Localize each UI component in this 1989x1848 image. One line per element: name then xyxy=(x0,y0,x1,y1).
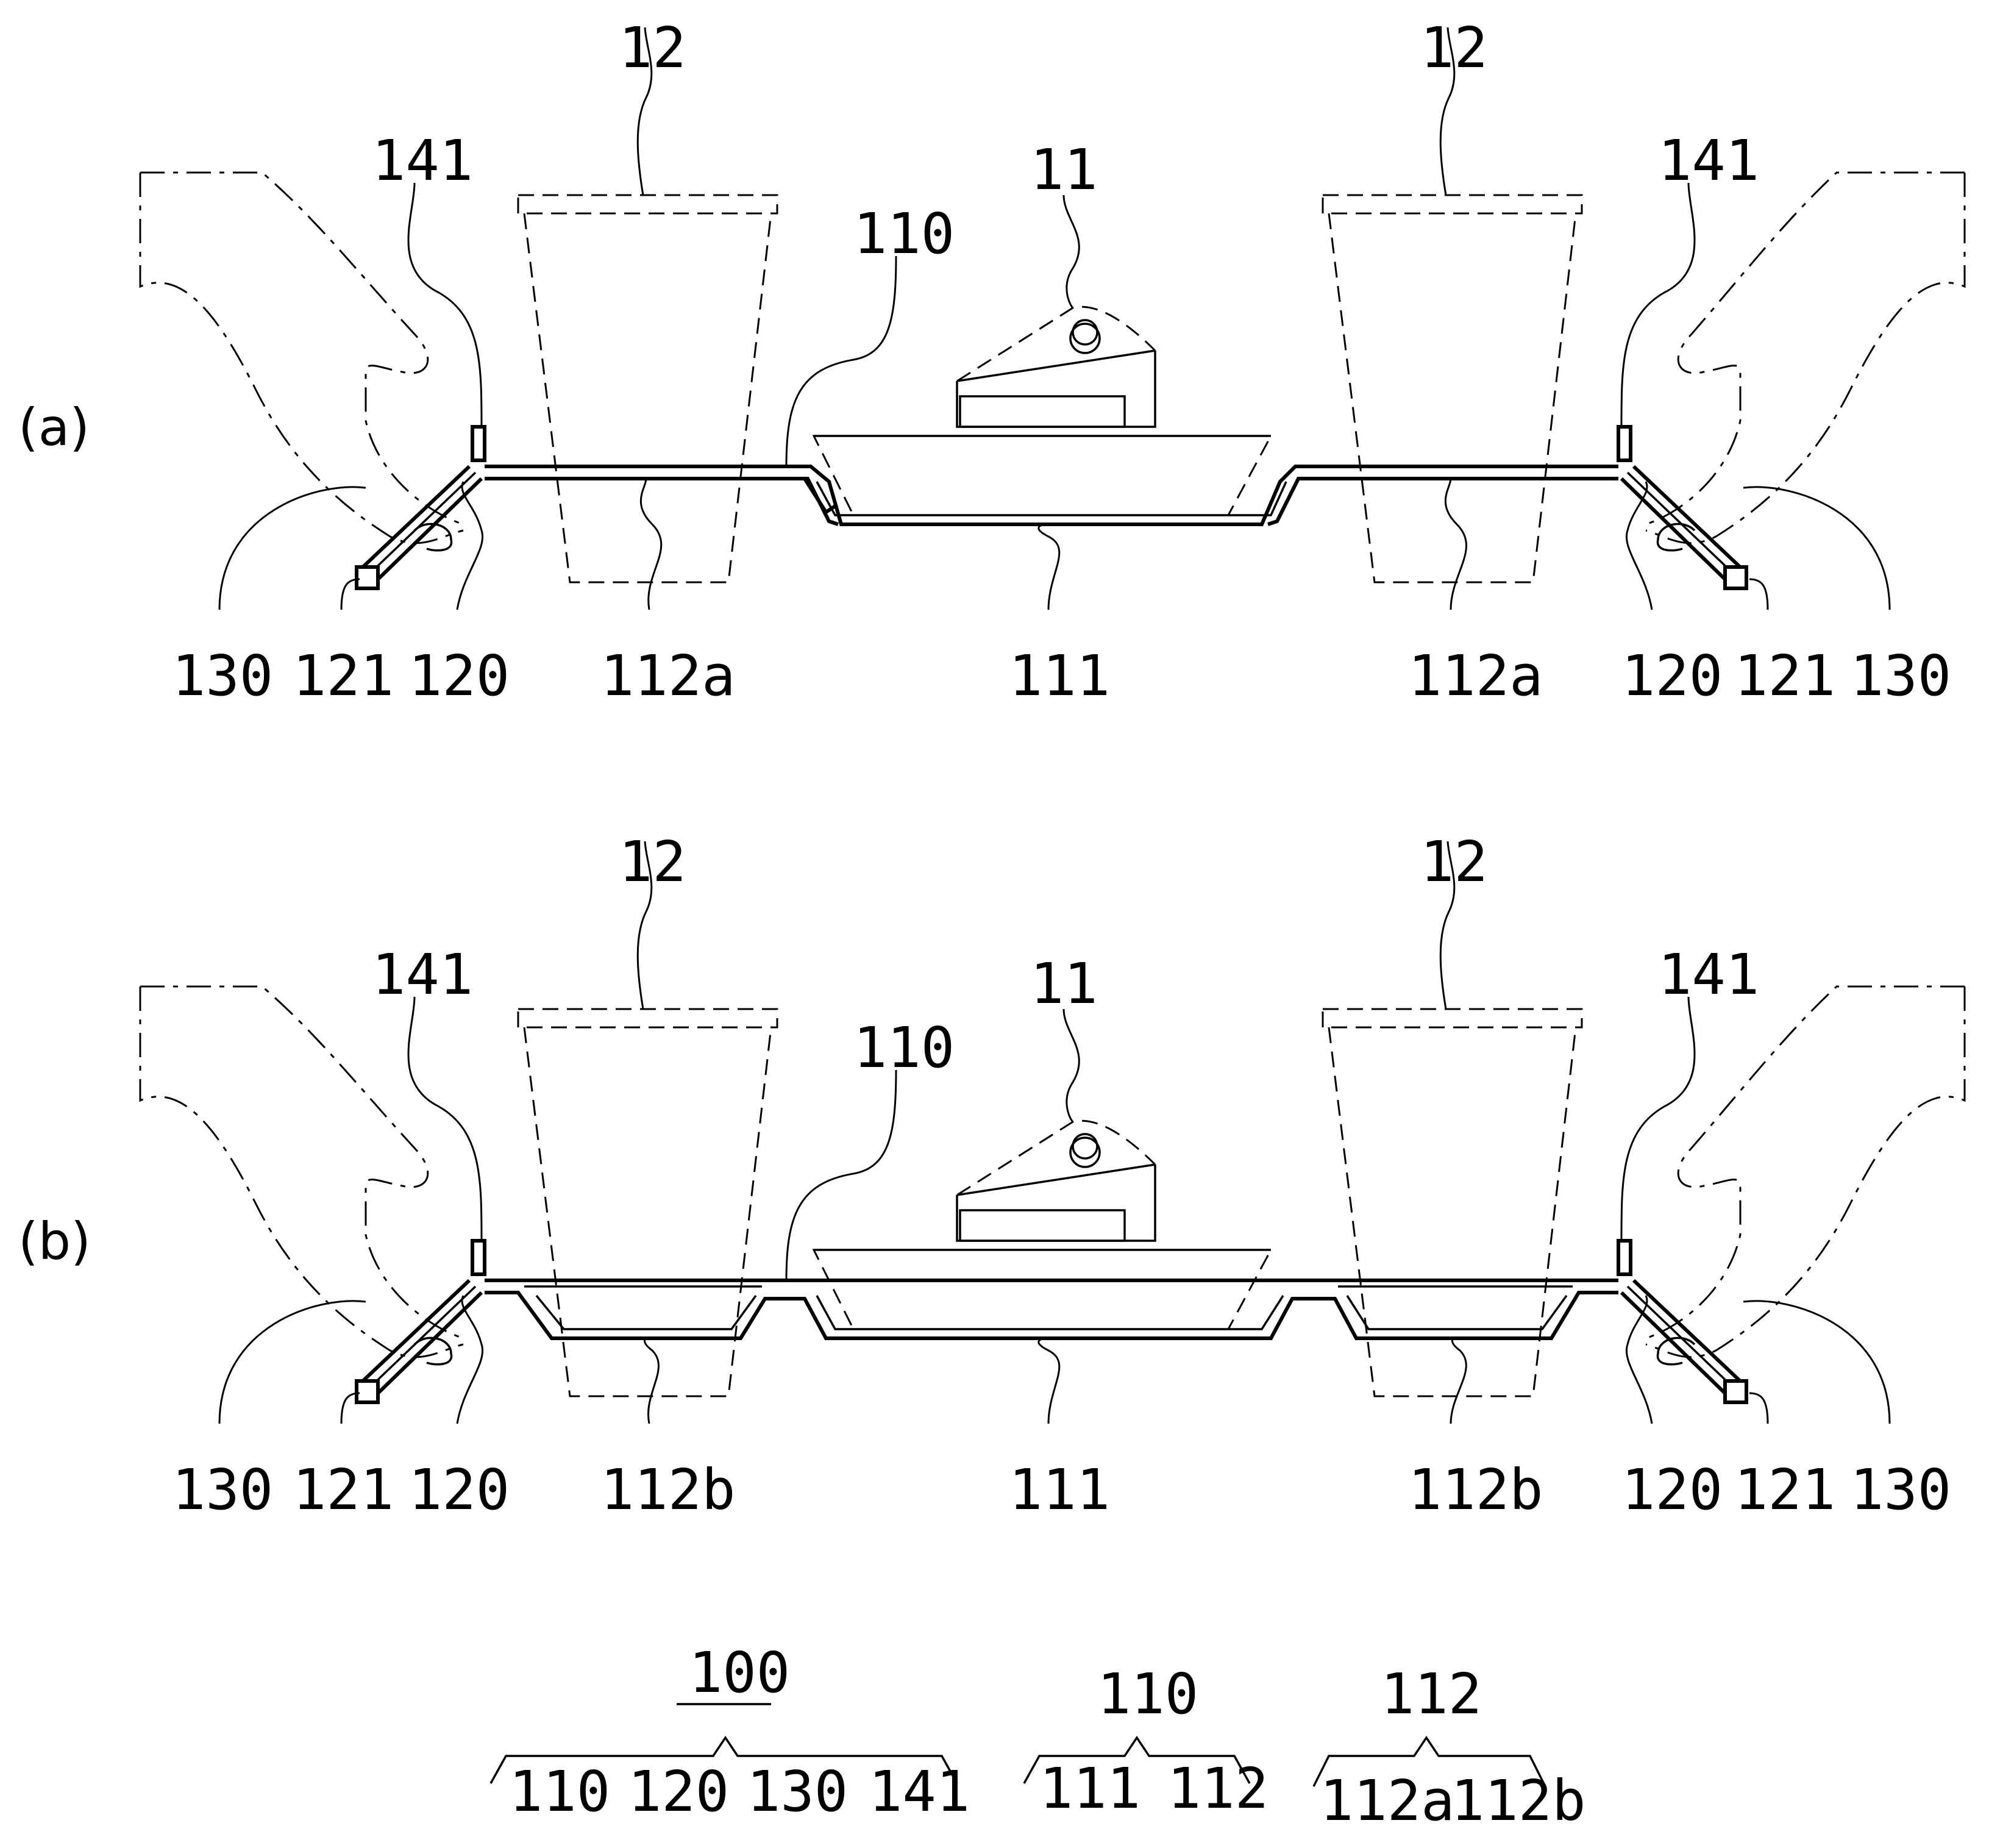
leader-110 xyxy=(785,255,897,467)
bottom-reference-labels: 130 121 120 112a 111 112a 120 121 130 xyxy=(172,643,1951,708)
group-item: 112 xyxy=(1167,1756,1268,1821)
group-item: 112b xyxy=(1451,1768,1586,1833)
leader-112b-right xyxy=(1450,1337,1467,1424)
leader-12-left xyxy=(636,841,653,1010)
leader-141-right xyxy=(1620,996,1696,1241)
leader-112a-right xyxy=(1444,478,1468,610)
ref-label: 112b xyxy=(600,1457,736,1522)
leader-130-right xyxy=(1743,486,1891,610)
panel-label: (b) xyxy=(18,1211,91,1271)
composition-legend: 100 110 120 130 141 110 111 112 112 112a… xyxy=(489,1640,1586,1833)
label-12-right: 12 xyxy=(1420,15,1488,80)
leader-11 xyxy=(1062,1008,1080,1123)
leader-120-left xyxy=(456,1295,483,1424)
leader-141-left xyxy=(407,182,483,427)
leader-120-right xyxy=(1626,481,1653,610)
leader-130-left xyxy=(218,1300,366,1424)
ref-label: 111 xyxy=(1009,643,1110,708)
panel-b: (b) 12 12 141 141 11 110 130 121 120 112… xyxy=(18,829,1966,1522)
leader-12-left xyxy=(636,27,653,196)
ref-label: 120 xyxy=(408,643,510,708)
label-12-right: 12 xyxy=(1420,829,1488,894)
group-title: 100 xyxy=(689,1640,790,1705)
label-12-left: 12 xyxy=(619,829,686,894)
group-item: 112a xyxy=(1320,1768,1455,1833)
leader-121-right xyxy=(1749,578,1769,610)
leader-120-right xyxy=(1626,1295,1653,1424)
ref-label: 121 xyxy=(1734,643,1835,708)
label-141-left: 141 xyxy=(372,128,473,193)
leader-111 xyxy=(1037,1337,1061,1424)
ref-label: 112a xyxy=(1408,643,1543,708)
group-110: 110 111 112 xyxy=(1023,1661,1268,1821)
ref-label: 121 xyxy=(293,1457,394,1522)
leader-141-left xyxy=(407,996,483,1241)
label-141-left: 141 xyxy=(372,942,473,1007)
panel-a: (a) 12 12 141 141 11 110 130 121 120 112… xyxy=(18,15,1966,708)
ref-label: 121 xyxy=(1734,1457,1835,1522)
ref-label: 111 xyxy=(1009,1457,1110,1522)
ref-label: 120 xyxy=(408,1457,510,1522)
group-112: 112 112a 112b xyxy=(1312,1661,1586,1833)
ref-label: 112b xyxy=(1408,1457,1543,1522)
leader-120-left xyxy=(456,481,483,610)
ref-label: 130 xyxy=(172,1457,273,1522)
bracket xyxy=(489,1735,958,1784)
leader-110 xyxy=(785,1069,897,1281)
leader-112b-left xyxy=(644,1337,660,1424)
leader-121-left xyxy=(340,578,360,610)
bracket xyxy=(1023,1735,1251,1784)
label-110: 110 xyxy=(853,201,955,266)
bracket xyxy=(1312,1735,1546,1787)
ref-label: 120 xyxy=(1621,643,1723,708)
ref-label: 112a xyxy=(600,643,736,708)
group-100: 100 110 120 130 141 xyxy=(489,1640,970,1824)
ref-label: 130 xyxy=(1850,643,1951,708)
group-title: 110 xyxy=(1097,1661,1198,1727)
leader-141-right xyxy=(1620,182,1696,427)
group-title: 112 xyxy=(1381,1661,1482,1727)
bottom-reference-labels: 130 121 120 112b 111 112b 120 121 130 xyxy=(172,1457,1951,1522)
group-item: 110 xyxy=(509,1759,610,1824)
label-12-left: 12 xyxy=(619,15,686,80)
ref-label: 130 xyxy=(1850,1457,1951,1522)
leader-121-left xyxy=(340,1392,360,1424)
ref-label: 120 xyxy=(1621,1457,1723,1522)
group-item: 141 xyxy=(869,1759,970,1824)
leader-130-right xyxy=(1743,1300,1891,1424)
leader-11 xyxy=(1062,194,1080,309)
ref-label: 121 xyxy=(293,643,394,708)
group-item: 130 xyxy=(747,1759,848,1824)
leader-12-right xyxy=(1439,27,1456,196)
group-item: 120 xyxy=(628,1759,729,1824)
label-110: 110 xyxy=(853,1015,955,1080)
leader-121-right xyxy=(1749,1392,1769,1424)
label-141-right: 141 xyxy=(1658,942,1759,1007)
label-141-right: 141 xyxy=(1658,128,1759,193)
leader-12-right xyxy=(1439,841,1456,1010)
group-item: 111 xyxy=(1039,1756,1140,1821)
label-11: 11 xyxy=(1030,137,1098,202)
label-11: 11 xyxy=(1030,951,1098,1016)
leader-111 xyxy=(1037,523,1061,610)
leader-112a-left xyxy=(639,478,663,610)
panel-label: (a) xyxy=(18,398,90,457)
ref-label: 130 xyxy=(172,643,273,708)
leader-130-left xyxy=(218,486,366,610)
